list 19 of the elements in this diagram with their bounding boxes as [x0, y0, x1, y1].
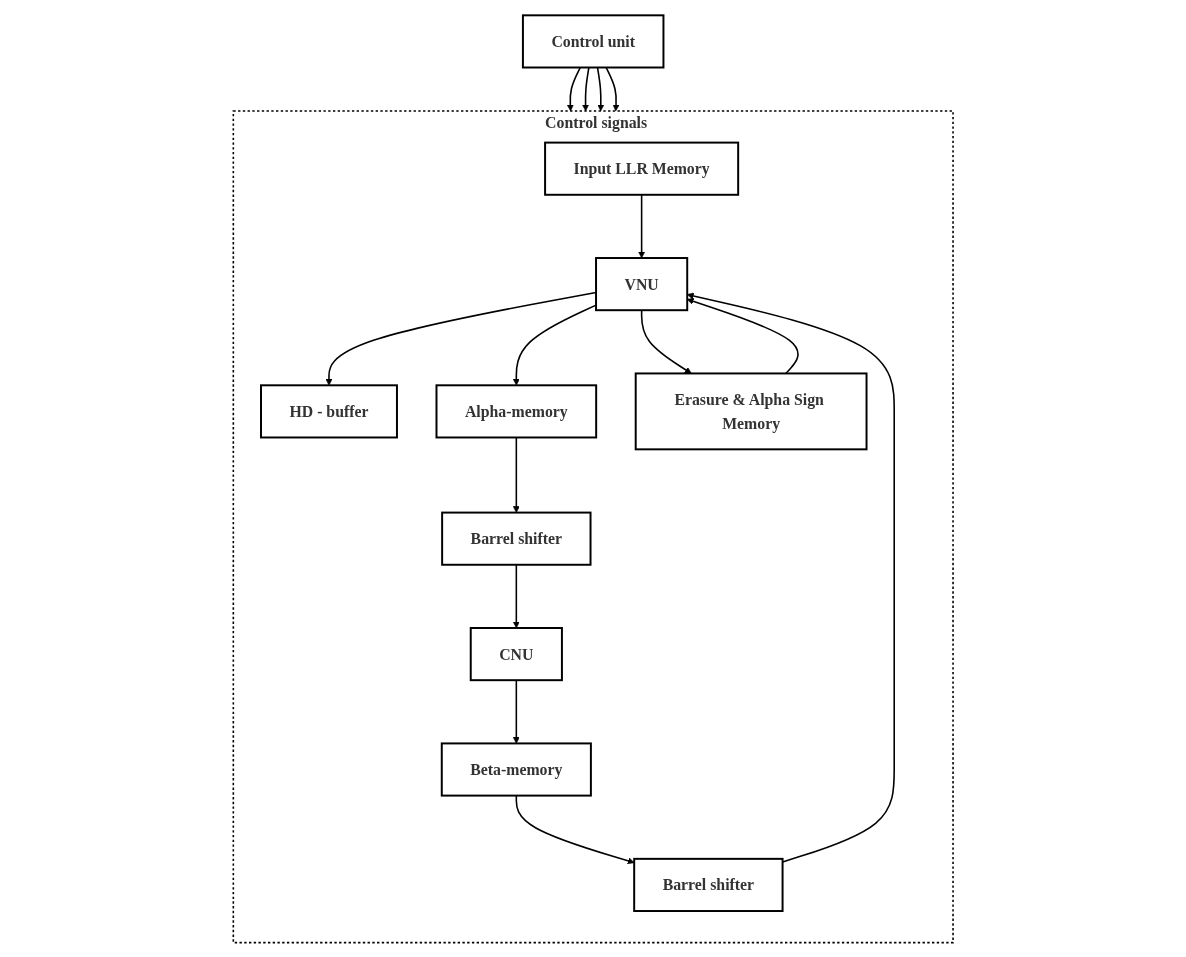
node-box: Barrel shifter	[633, 857, 784, 912]
node-box: Barrel shifter	[440, 511, 592, 566]
arrow	[581, 66, 590, 111]
node-box: Control unit	[521, 13, 665, 68]
arrow	[512, 563, 520, 628]
arrow	[637, 193, 645, 258]
arrow	[640, 308, 692, 374]
arrow	[566, 66, 581, 111]
node-box: Erasure & Alpha Sign Memory	[634, 371, 868, 450]
node-box: Input LLR Memory	[543, 141, 739, 196]
arrow	[605, 66, 620, 111]
node-box: Alpha-memory	[435, 383, 597, 438]
node-box: CNU	[469, 626, 563, 681]
node-box: VNU	[594, 256, 688, 311]
arrow	[512, 678, 520, 744]
node-box: HD - buffer	[259, 383, 398, 438]
node-box: Beta-memory	[440, 741, 592, 797]
arrow	[512, 436, 520, 513]
arrow	[596, 66, 605, 111]
